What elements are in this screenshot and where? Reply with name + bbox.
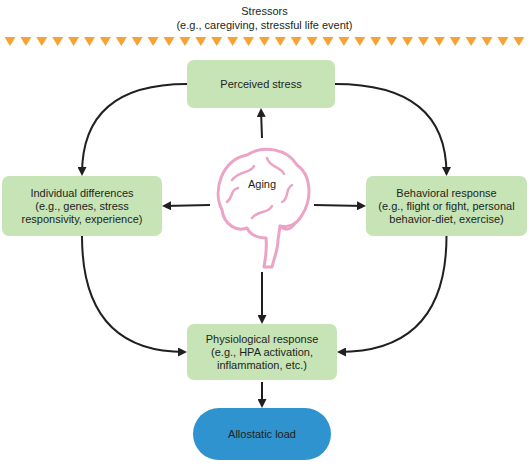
stressor-triangle	[466, 37, 477, 46]
stressor-triangle	[100, 37, 111, 46]
stressor-triangle	[513, 37, 524, 46]
node-title: Allostatic load	[228, 428, 296, 441]
stressor-triangle	[402, 37, 413, 46]
node-title: Behavioral response	[396, 187, 496, 200]
stressor-triangle	[434, 37, 445, 46]
stressor-triangle	[84, 37, 95, 46]
stressor-triangle	[370, 37, 381, 46]
stressor-triangle	[323, 37, 334, 46]
stressor-triangle	[243, 37, 254, 46]
arrow-connector	[261, 382, 263, 406]
arrow-connector	[164, 205, 210, 206]
stressor-triangle	[450, 37, 461, 46]
stressor-triangle	[497, 37, 508, 46]
arrow-connector	[82, 84, 187, 174]
stressor-triangle	[68, 37, 79, 46]
stressor-triangle	[338, 37, 349, 46]
brain-illustration: Aging	[212, 140, 312, 270]
header-label: Stressors	[0, 5, 529, 18]
stressor-triangle	[386, 37, 397, 46]
outcome-pill: Allostatic load	[193, 408, 331, 460]
node-body: (e.g., flight or fight, personal behavio…	[371, 200, 522, 226]
node-title: Physiological response	[206, 333, 319, 346]
process-box: Perceived stress	[187, 60, 335, 108]
arrow-connector	[339, 236, 447, 352]
stressor-triangle	[227, 37, 238, 46]
process-box: Behavioral response(e.g., flight or figh…	[366, 176, 527, 236]
arrow-connector	[261, 110, 262, 138]
process-box: Physiological response(e.g., HPA activat…	[187, 324, 337, 380]
node-body: (e.g., HPA activation, inflammation, etc…	[192, 346, 332, 372]
stressor-triangle	[291, 37, 302, 46]
stressor-triangle	[179, 37, 190, 46]
stressor-triangle	[36, 37, 47, 46]
subheader-label: (e.g., caregiving, stressful life event)	[0, 19, 529, 32]
stressor-triangle	[418, 37, 429, 46]
process-box: Individual differences(e.g., genes, stre…	[2, 176, 162, 236]
stressor-triangle	[132, 37, 143, 46]
stressor-triangle	[148, 37, 159, 46]
stressor-triangle	[354, 37, 365, 46]
arrow-connector	[261, 272, 263, 322]
stressor-triangle	[275, 37, 286, 46]
node-title: Aging	[248, 178, 276, 191]
stressor-triangle	[482, 37, 493, 46]
stressor-triangle	[5, 37, 16, 46]
arrow-connector	[314, 205, 364, 206]
node-title: Individual differences	[30, 187, 133, 200]
stressor-triangle	[116, 37, 127, 46]
arrow-connector	[335, 84, 447, 174]
node-body: (e.g., genes, stress responsivity, exper…	[7, 200, 157, 226]
node-title: Perceived stress	[220, 78, 301, 91]
stressor-triangle	[20, 37, 31, 46]
stressor-triangle	[259, 37, 270, 46]
stressor-triangle	[211, 37, 222, 46]
brain-outline	[212, 140, 312, 270]
stressor-triangle	[195, 37, 206, 46]
stressor-triangle	[52, 37, 63, 46]
stressor-triangle	[164, 37, 175, 46]
arrow-connector	[82, 236, 185, 352]
stressor-triangle	[307, 37, 318, 46]
